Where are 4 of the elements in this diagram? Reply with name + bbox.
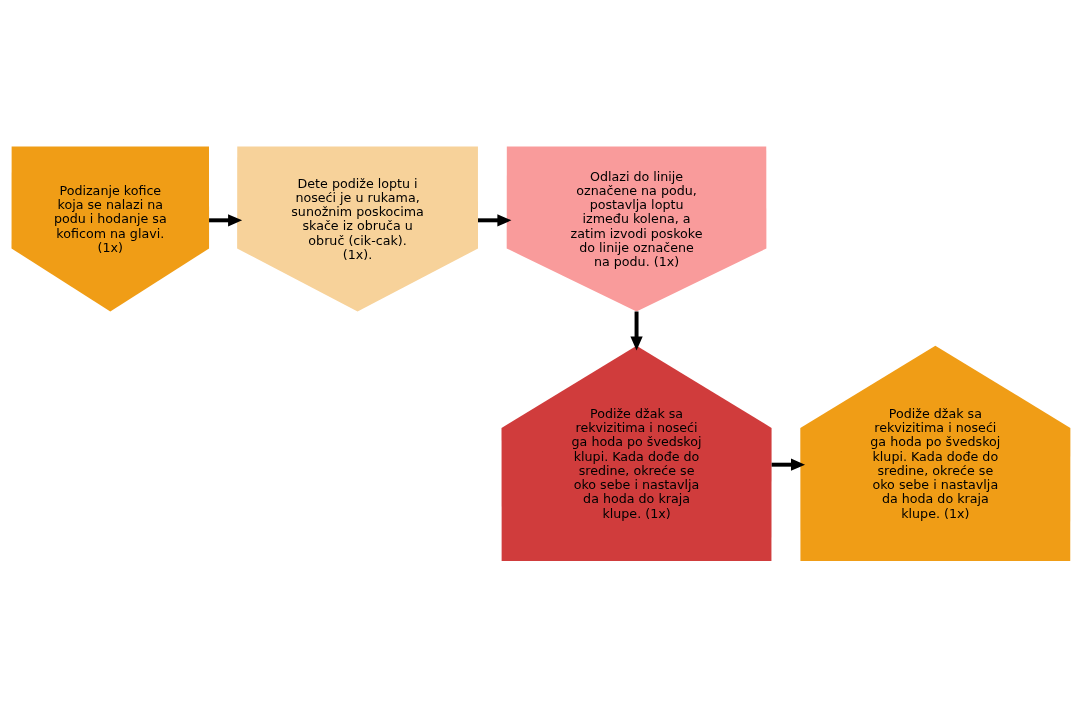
arrow (630, 311, 643, 351)
arrow (209, 214, 243, 227)
arrow (478, 214, 512, 227)
arrow (771, 458, 806, 471)
